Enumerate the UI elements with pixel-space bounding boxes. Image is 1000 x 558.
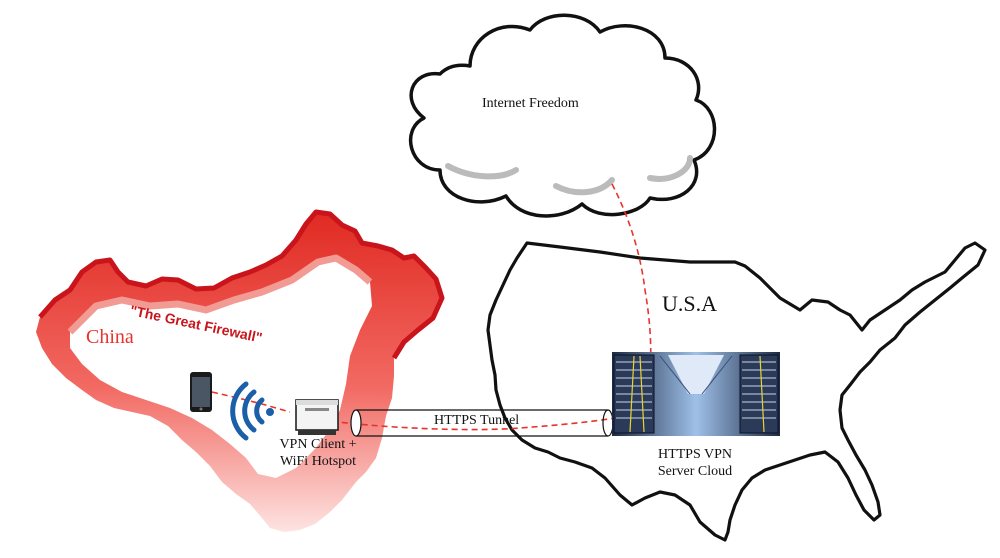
https-tunnel [350,409,614,437]
tunnel-left-end [350,409,362,437]
connection-line-server-to-cloud [611,183,652,381]
wifi-icon [230,381,274,441]
china-wall-top-edge [38,209,445,360]
vpn-client-label: VPN Client + WiFi Hotspot [270,436,366,470]
server-label-line2: Server Cloud [657,464,733,479]
smartphone-icon [190,372,212,412]
tunnel-label: HTTPS Tunnel [434,413,520,428]
server-label: HTTPS VPN Server Cloud [640,446,750,480]
router-icon [295,399,339,435]
usa-label: U.S.A [662,291,718,316]
connection-line-phone-to-router [211,391,291,413]
server-rack-icon [612,352,780,436]
cloud-shading [445,155,693,196]
connection-line-router-to-server [321,417,616,431]
server-label-line1: HTTPS VPN [657,447,733,462]
vpn-client-label-line1: VPN Client + [279,437,357,452]
tunnel-body [356,409,608,437]
cloud-icon [408,13,717,218]
china-great-firewall-map [36,209,445,532]
china-label: China [86,326,134,348]
vpn-client-label-line2: WiFi Hotspot [279,454,357,469]
cloud-label: Internet Freedom [482,96,579,111]
china-inner-shadow [67,254,373,335]
